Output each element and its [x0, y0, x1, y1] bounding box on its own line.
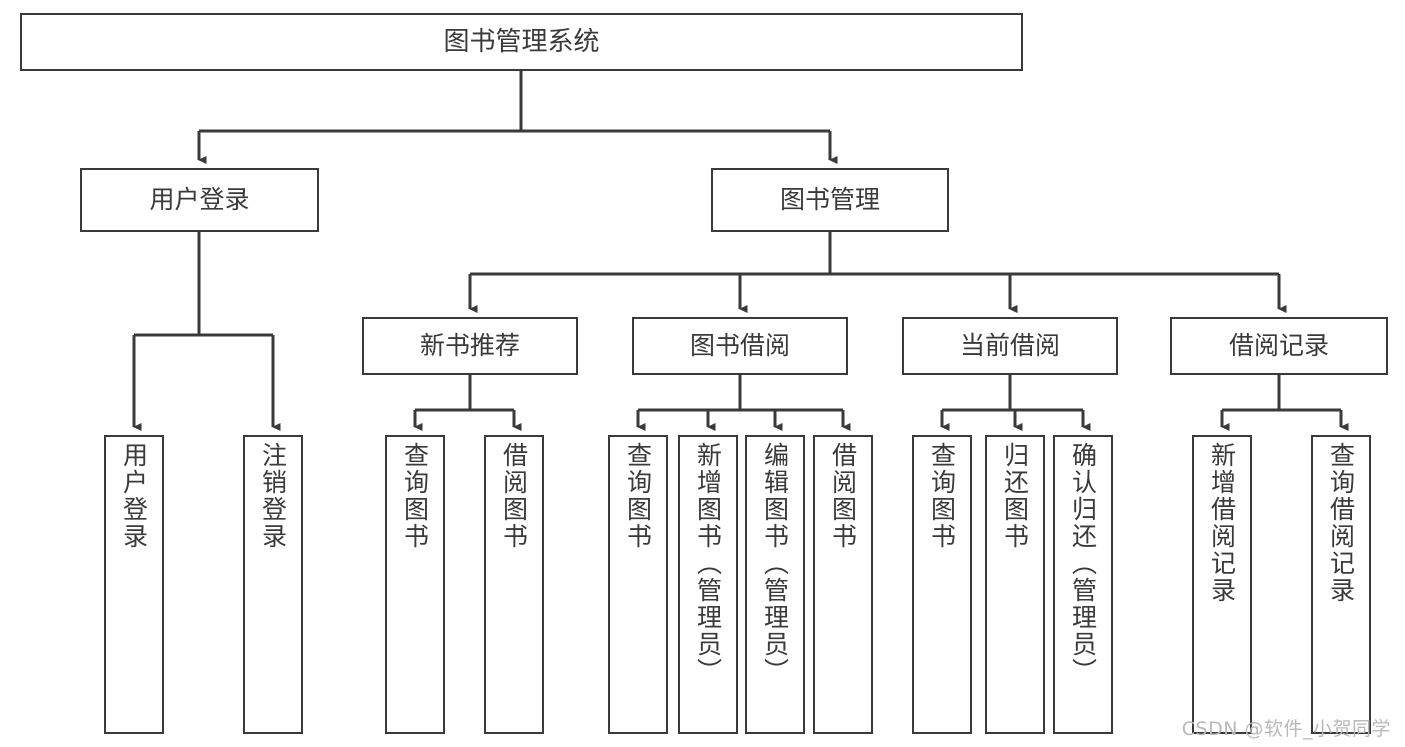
- node-leaf-query-book-2[interactable]: 查询图书: [608, 435, 668, 734]
- node-leaf-query-book-3-label: 查询图书: [927, 442, 957, 550]
- node-leaf-return-book-label: 归还图书: [1000, 442, 1030, 550]
- node-leaf-query-record[interactable]: 查询借阅记录: [1311, 435, 1371, 734]
- node-book-borrow-label: 图书借阅: [689, 331, 790, 361]
- node-book-borrow[interactable]: 图书借阅: [632, 317, 848, 375]
- node-leaf-query-record-label: 查询借阅记录: [1326, 442, 1356, 604]
- node-leaf-query-book-1[interactable]: 查询图书: [385, 435, 445, 734]
- node-leaf-borrow-book-2[interactable]: 借阅图书: [813, 435, 873, 734]
- node-leaf-confirm-return-label: 确认归还（管理员）: [1068, 442, 1098, 685]
- node-leaf-query-book-1-label: 查询图书: [400, 442, 430, 550]
- node-leaf-logout[interactable]: 注销登录: [243, 435, 303, 734]
- node-leaf-query-book-3[interactable]: 查询图书: [912, 435, 972, 734]
- node-leaf-logout-label: 注销登录: [258, 442, 288, 550]
- node-borrow-record[interactable]: 借阅记录: [1170, 317, 1388, 375]
- node-leaf-user-login-label: 用户登录: [119, 442, 149, 550]
- node-root-label: 图书管理系统: [443, 26, 600, 57]
- node-leaf-borrow-book-1[interactable]: 借阅图书: [484, 435, 544, 734]
- node-leaf-edit-book-label: 编辑图书（管理员）: [760, 442, 790, 685]
- node-leaf-add-book-label: 新增图书（管理员）: [693, 442, 723, 685]
- node-leaf-return-book[interactable]: 归还图书: [985, 435, 1045, 734]
- node-user-login-label: 用户登录: [149, 185, 250, 215]
- node-leaf-add-record-label: 新增借阅记录: [1207, 442, 1237, 604]
- node-user-login[interactable]: 用户登录: [80, 168, 319, 232]
- node-new-book-rec[interactable]: 新书推荐: [362, 317, 578, 375]
- node-leaf-query-book-2-label: 查询图书: [623, 442, 653, 550]
- node-root[interactable]: 图书管理系统: [20, 13, 1023, 71]
- node-current-borrow-label: 当前借阅: [959, 331, 1060, 361]
- node-leaf-borrow-book-2-label: 借阅图书: [828, 442, 858, 550]
- node-new-book-rec-label: 新书推荐: [419, 331, 520, 361]
- node-leaf-borrow-book-1-label: 借阅图书: [499, 442, 529, 550]
- csdn-watermark: CSDN @软件_小贺同学: [1181, 718, 1391, 740]
- node-book-manage[interactable]: 图书管理: [711, 168, 949, 232]
- node-leaf-add-record[interactable]: 新增借阅记录: [1192, 435, 1252, 734]
- node-borrow-record-label: 借阅记录: [1228, 331, 1329, 361]
- node-leaf-user-login[interactable]: 用户登录: [104, 435, 164, 734]
- node-book-manage-label: 图书管理: [779, 185, 880, 215]
- node-leaf-add-book[interactable]: 新增图书（管理员）: [678, 435, 738, 734]
- node-current-borrow[interactable]: 当前借阅: [902, 317, 1118, 375]
- node-leaf-confirm-return[interactable]: 确认归还（管理员）: [1053, 435, 1113, 734]
- node-leaf-edit-book[interactable]: 编辑图书（管理员）: [745, 435, 805, 734]
